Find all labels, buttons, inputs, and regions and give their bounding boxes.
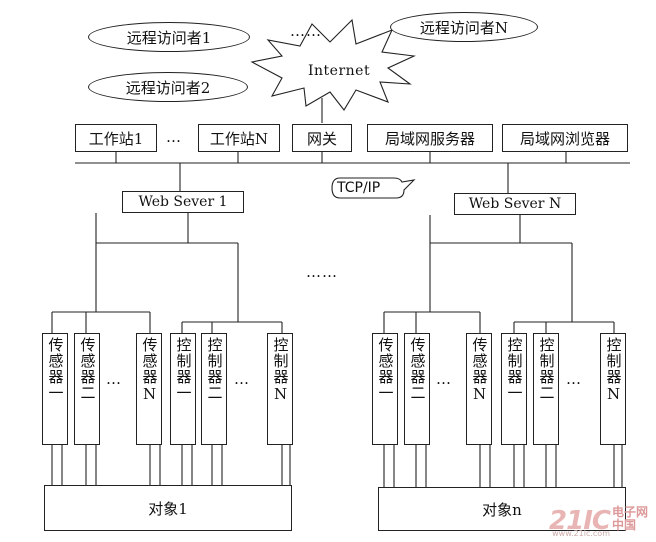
lan-server-label: 局域网服务器 [384, 129, 475, 148]
lan-server: 局域网服务器 [367, 124, 493, 152]
web-server-1: Web Sever 1 [122, 191, 244, 213]
watermark-number: 21IC [549, 506, 611, 536]
left-sensor-1-label: 传感器一 [46, 337, 65, 401]
remote-visitor-1-label: 远程访问者1 [126, 28, 212, 47]
right-sensor-1: 传感器一 [372, 333, 398, 445]
tcpip-bubble [331, 177, 416, 199]
remote-visitor-2-label: 远程访问者2 [125, 78, 211, 97]
object-1: 对象1 [44, 485, 292, 531]
remote-visitor-2: 远程访问者2 [88, 72, 248, 102]
internet-label: Internet [308, 63, 371, 79]
internet-cloud [250, 18, 416, 111]
remote-visitor-n-label: 远程访问者N [419, 18, 509, 37]
watermark-url: www.21ic.com [552, 529, 610, 538]
gateway: 网关 [292, 124, 352, 152]
remote-visitor-n: 远程访问者N [390, 12, 538, 42]
left-sensor-n-label: 传感器N [140, 337, 159, 404]
object-n-label: 对象n [482, 500, 522, 519]
right-controller-1: 控制器一 [501, 333, 527, 445]
lan-browser: 局域网浏览器 [502, 124, 628, 152]
remote-ellipsis: …… [290, 22, 322, 40]
workstation-n: 工作站N [198, 124, 280, 152]
right-controller-ellipsis: … [566, 370, 582, 388]
remote-visitor-1: 远程访问者1 [88, 22, 250, 52]
web-server-n-label: Web Sever N [468, 196, 562, 212]
server-ellipsis: …… [306, 263, 338, 281]
web-server-n: Web Sever N [454, 193, 576, 215]
right-sensor-ellipsis: … [436, 370, 452, 388]
left-controller-n-label: 控制器N [271, 337, 290, 404]
left-controller-2: 控制器二 [201, 333, 227, 445]
workstation-ellipsis: … [166, 128, 182, 146]
watermark-cn-top: 电子网 [611, 505, 648, 519]
left-controller-1: 控制器一 [170, 333, 196, 445]
left-sensor-2-label: 传感器二 [78, 337, 97, 401]
object-n: 对象n [378, 487, 626, 531]
left-controller-2-label: 控制器二 [205, 337, 224, 401]
right-sensor-2-label: 传感器二 [408, 337, 427, 401]
right-sensor-2: 传感器二 [404, 333, 430, 445]
left-controller-n: 控制器N [267, 333, 293, 445]
tcpip-label: TCP/IP [337, 180, 381, 196]
workstation-1-label: 工作站1 [88, 129, 144, 148]
right-controller-2: 控制器二 [533, 333, 559, 445]
gateway-label: 网关 [306, 129, 337, 148]
watermark-cn: 电子网中国 [612, 506, 648, 532]
lan-browser-label: 局域网浏览器 [519, 129, 610, 148]
left-controller-1-label: 控制器一 [174, 337, 193, 401]
left-sensor-1: 传感器一 [42, 333, 68, 445]
left-controller-ellipsis: … [234, 370, 250, 388]
left-sensor-ellipsis: … [106, 370, 122, 388]
watermark-cn-bottom: 中国 [611, 518, 636, 532]
workstation-n-label: 工作站N [209, 129, 269, 148]
web-server-1-label: Web Sever 1 [138, 194, 228, 210]
right-controller-n: 控制器N [600, 333, 626, 445]
right-sensor-n-label: 传感器N [470, 337, 489, 404]
workstation-1: 工作站1 [75, 124, 157, 152]
right-sensor-1-label: 传感器一 [376, 337, 395, 401]
right-controller-2-label: 控制器二 [537, 337, 556, 401]
object-1-label: 对象1 [148, 499, 188, 518]
right-controller-1-label: 控制器一 [505, 337, 524, 401]
right-controller-n-label: 控制器N [604, 337, 623, 404]
left-sensor-2: 传感器二 [74, 333, 100, 445]
left-sensor-n: 传感器N [136, 333, 162, 445]
right-sensor-n: 传感器N [466, 333, 492, 445]
